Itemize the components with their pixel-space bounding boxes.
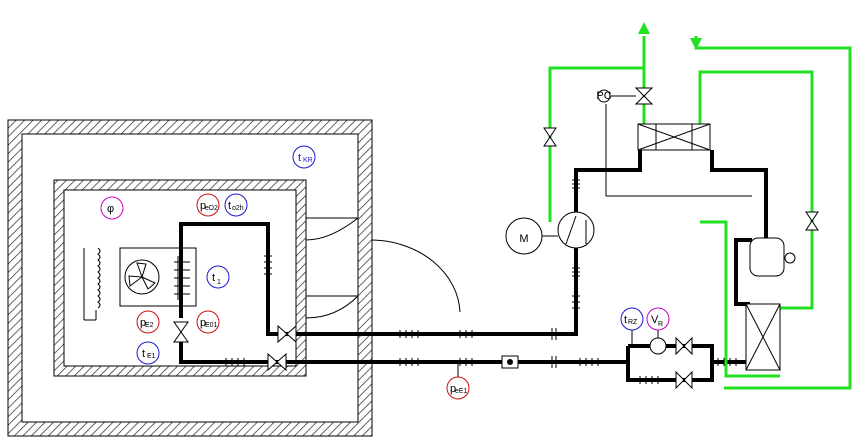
sensor-subscript: o2h (232, 205, 244, 212)
motor-icon: M (505, 217, 543, 255)
valve-icon (675, 336, 693, 356)
sensor-t-o2h: t o2h (224, 193, 248, 217)
pc-label: PC (596, 90, 611, 102)
sensor-p-e01: p E01 (196, 310, 220, 334)
flow-arrow-down-icon (690, 38, 702, 50)
valve-icon (675, 370, 693, 390)
sensor-subscript: eE1 (455, 388, 468, 395)
evaporator (119, 247, 197, 307)
product-rack (83, 247, 101, 321)
sensor-label: p (140, 317, 146, 329)
receiver-icon (749, 237, 796, 277)
sensor-subscript: KR (303, 157, 313, 164)
valve-icon (543, 127, 557, 147)
sensor-label: t (298, 152, 301, 164)
heat-exchanger-icon (637, 123, 711, 151)
sight-glass-icon (501, 355, 519, 369)
pipe-markers (225, 179, 737, 384)
valve-icon (267, 352, 287, 372)
flow-arrow-up-icon (638, 22, 650, 34)
sensor-subscript: R (658, 321, 663, 328)
sensor-subscript: RZ (628, 319, 638, 326)
pump-icon (649, 337, 667, 355)
fan-icon (124, 259, 160, 295)
valve-icon (277, 324, 297, 344)
sensor-v-r: V R (646, 307, 670, 338)
doors (305, 217, 461, 319)
sensor-label: t (624, 314, 627, 326)
sensor-p-ed2: p eD2 (196, 193, 220, 217)
sensor-label: p (200, 317, 206, 329)
sensor-subscript: eD2 (205, 205, 218, 212)
compressor-icon (557, 211, 595, 249)
sensor-label: φ (107, 203, 114, 215)
sensor-label: t (212, 272, 215, 284)
sensor-t-e1: t E1 (136, 341, 160, 365)
sensor-p-ee1: p eE1 (446, 362, 470, 400)
water-pipes (548, 36, 852, 390)
sensor-label: V (651, 314, 659, 326)
valves (173, 87, 819, 390)
sensor-t-rz: t RZ (620, 307, 644, 346)
sensor-label: t (228, 200, 231, 212)
expansion-valve-icon (173, 321, 189, 343)
sensor-subscript: E1 (147, 353, 156, 360)
valve-icon (634, 87, 654, 105)
sensor-label: p (450, 383, 456, 395)
sensor-subscript: 1 (217, 279, 221, 286)
motor-label: M (519, 233, 528, 245)
heat-exchanger-icon (745, 303, 781, 371)
sensor-subscript: E01 (205, 322, 218, 329)
sensor-label: p (200, 200, 206, 212)
sensor-t-1: t 1 (206, 265, 230, 289)
sensor-p-e2: p E2 (136, 310, 160, 334)
sensor-label: t (142, 348, 145, 360)
sensor-subscript: E2 (145, 322, 154, 329)
pressure-controller: PC (596, 89, 636, 103)
sensor-t-kr: t KR (292, 145, 316, 169)
sensor-phi: φ (100, 196, 124, 220)
valve-icon (805, 211, 819, 231)
